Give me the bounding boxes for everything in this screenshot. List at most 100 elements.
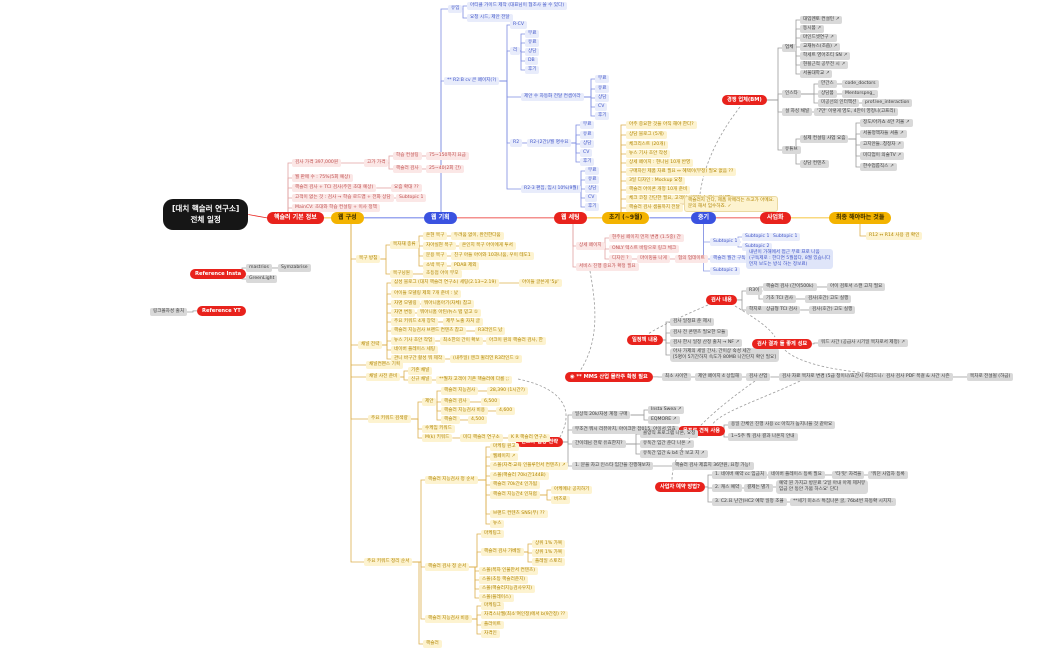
mindmap-node-p4a[interactable]: 기존 채널 xyxy=(408,367,433,375)
mindmap-node-m4[interactable]: 웹 세팅 xyxy=(554,212,587,224)
mindmap-node-b1c1[interactable]: 아티클 가이드 제작 (대표님이 협조사 쓸 수 있다) xyxy=(467,2,568,10)
mindmap-node-h1a[interactable]: 핵슬러 검사 (간이500k) xyxy=(763,283,817,291)
mindmap-node-f1c1[interactable]: Subtopic 1 xyxy=(742,233,773,241)
mindmap-node-g1e[interactable]: 학세트 영어조티 SN ↗ xyxy=(800,52,851,60)
mindmap-node-e3[interactable]: 체크리스트 (20개) xyxy=(626,141,669,149)
mindmap-node-g1f[interactable]: 현될근적 공부전 시 ↗ xyxy=(800,61,849,69)
mindmap-node-p6a5[interactable]: 핵슬러 70k간4 인가됨 xyxy=(490,481,540,489)
mindmap-node-p6c[interactable]: 핵슬러 지능검사 비용 xyxy=(425,615,472,623)
mindmap-node-h1a2[interactable]: 아이 검토서 스캔 고치 필요 xyxy=(827,283,886,291)
mindmap-node-j0[interactable]: ◉ ** MMS 산업 몰라주 확정 필요 xyxy=(565,372,653,382)
mindmap-node-p2gv[interactable]: 최소한의 간이 확보 xyxy=(440,337,483,345)
mindmap-node-ry0[interactable]: 링크몰자성 출처 xyxy=(150,308,188,316)
mindmap-node-j5[interactable]: 검사 검사 PDF 목걸 & 사간 시즌 xyxy=(883,373,953,381)
mindmap-node-g1c[interactable]: 마인드셋연구 ↗ xyxy=(800,34,837,42)
mindmap-node-p6a4[interactable]: 스몰(핵슬러 70k(간144B) xyxy=(490,472,549,480)
mindmap-node-e8[interactable]: 핵슬러 아이콘 개정 10개 준비 xyxy=(626,186,691,194)
mindmap-node-p2fv[interactable]: R3라인드 났 xyxy=(475,327,506,335)
mindmap-node-p1a3[interactable]: 문용 목구 xyxy=(423,252,448,260)
mindmap-node-n3a[interactable]: **세기 미소스 특집나온 굴, 76b4번 자동확 시지지. xyxy=(790,498,896,506)
mindmap-node-p5a4v[interactable]: 4,500 xyxy=(468,416,488,424)
mindmap-node-e7[interactable]: 3일 디자인 : Mockup 요청 xyxy=(626,177,686,185)
mindmap-node-i1[interactable]: 검사 일정표 준 제시 xyxy=(670,318,715,326)
mindmap-node-n2a[interactable]: 결제는 별기 xyxy=(744,484,773,492)
mindmap-node-o3b[interactable]: 유둑간 임간 준다 나온 ↗ xyxy=(640,440,694,448)
mindmap-node-h2a[interactable]: 상급형 TCI 검사 xyxy=(763,306,801,314)
mindmap-node-g1g[interactable]: 서울대학교 ↗ xyxy=(800,70,833,78)
mindmap-node-g3[interactable]: 설 자싱 채널 xyxy=(782,108,813,116)
mindmap-node-i0[interactable]: 일정책 내용 xyxy=(627,335,663,345)
mindmap-node-m01[interactable]: 용일 간체인 진행 사용 cc 아직가 높지나을 것 같아요 xyxy=(728,421,836,429)
mindmap-node-b2c4b[interactable]: 유료 xyxy=(580,131,595,139)
mindmap-node-a2[interactable]: 월 판매 수 : 75%(5회 예상) xyxy=(292,174,354,182)
mindmap-node-p6b2a[interactable]: 상위 1% 가복 xyxy=(532,540,566,548)
mindmap-node-p6d[interactable]: 핵슬러 xyxy=(423,640,442,648)
mindmap-node-f1[interactable]: Subtopic 1 xyxy=(710,238,741,246)
mindmap-node-p5c[interactable]: M(k) 키워드 xyxy=(422,434,453,442)
mindmap-node-g2b[interactable]: 상담몸 xyxy=(818,90,837,98)
mindmap-node-n1c[interactable]: '뭐던 사업자 등록 xyxy=(868,471,908,479)
mindmap-node-r0a2[interactable]: Symzabrise xyxy=(278,264,311,272)
mindmap-node-m6[interactable]: 중기 xyxy=(691,212,717,224)
mindmap-node-p2gv2[interactable]: 아크이 원의 핵슬러 검사, 한 xyxy=(486,337,546,345)
mindmap-node-p2e[interactable]: 주요 키워드 4개 장악 xyxy=(391,318,439,326)
mindmap-node-g2a[interactable]: 만간스 xyxy=(818,80,837,88)
mindmap-node-p1a4v[interactable]: PDAB 제외 xyxy=(451,262,480,270)
mindmap-node-p5a3[interactable]: 핵슬러 지능검사 비용 xyxy=(441,407,488,415)
mindmap-node-p2i[interactable]: 관니 바구간 활성 뭐 제작 xyxy=(391,355,446,363)
mindmap-node-d1c3b[interactable]: 협의 업데이트 xyxy=(675,255,708,263)
mindmap-node-center[interactable]: [대치 핵슬러 연구소] 전체 일정 xyxy=(163,199,249,230)
mindmap-node-ry1[interactable]: Reference YT xyxy=(197,306,246,316)
mindmap-node-b2c5c[interactable]: 상담 xyxy=(585,185,600,193)
mindmap-node-o1[interactable]: 일상적 20k/자성 계정 구매 xyxy=(572,411,631,419)
mindmap-node-p1a1[interactable]: 온현 목구 xyxy=(423,232,448,240)
mindmap-node-k0[interactable]: 검사 결과 둘 좋게 성묘 xyxy=(752,339,813,349)
mindmap-node-g2b2[interactable]: Mentorspng_ xyxy=(842,90,878,98)
mindmap-node-g4a5[interactable]: 한수업롭직스 ↗ xyxy=(860,163,897,171)
mindmap-node-f2n[interactable]: 내년이 가해에서 접근 무료 프로 나옴 (구독제로 : 한다면 5월쯤다, 8… xyxy=(746,249,834,269)
mindmap-node-h2[interactable]: 학지로 xyxy=(746,306,765,314)
mindmap-node-b2c4a[interactable]: 무료 xyxy=(580,121,595,129)
mindmap-node-m2[interactable]: 웹 구성 xyxy=(331,212,364,224)
mindmap-node-p6b5[interactable]: 스몰(핵슬러지능검사우지) xyxy=(479,585,536,593)
mindmap-node-g1b[interactable]: 동시몸 ↗ xyxy=(800,25,824,33)
mindmap-node-p2d[interactable]: 자면 변동 xyxy=(391,309,416,317)
mindmap-node-p2b[interactable]: 아이들 모델링 제외 7개 준비 : 났 xyxy=(391,290,461,298)
mindmap-node-p5[interactable]: 주요 키워드 검색량 xyxy=(368,415,411,423)
mindmap-node-b2c2a[interactable]: 무료 xyxy=(525,30,540,38)
mindmap-node-j1[interactable]: 최소 사이언 xyxy=(662,373,691,381)
mindmap-node-p6a8[interactable]: 뉴스 xyxy=(490,520,505,528)
mindmap-node-p6a2[interactable]: 웹페이지 ↗ xyxy=(490,453,519,461)
mindmap-node-p5a1v[interactable]: 28,390 (1시간?) xyxy=(487,387,528,395)
mindmap-node-o2[interactable]: 무조건 뭐시 리뷰아치, 아이크만 잡015, 아이서 임효 xyxy=(572,426,679,434)
mindmap-node-g4[interactable]: 유튜브 xyxy=(782,146,801,154)
mindmap-node-p5a2[interactable]: 핵슬러 검사 xyxy=(441,398,470,406)
mindmap-node-p6b6[interactable]: 스몰(플레이스) xyxy=(479,594,514,602)
mindmap-node-e4[interactable]: 뉴스 기사 초안 작성 xyxy=(626,150,671,158)
mindmap-node-j6[interactable]: 목차로 전설될 (하금) xyxy=(967,373,1014,381)
mindmap-node-b2c2d[interactable]: DB xyxy=(525,57,538,65)
mindmap-node-p6a6b[interactable]: 버즈로 xyxy=(551,496,570,504)
mindmap-node-d1c3[interactable]: 디자인 ? xyxy=(609,255,632,263)
mindmap-node-p4b1[interactable]: **월차 고객이 기존 핵슬러에 다룸 ;; xyxy=(436,376,512,384)
mindmap-node-p3[interactable]: 채널컨펜스 기획 xyxy=(366,361,404,369)
mindmap-node-r0[interactable]: Reference Insta xyxy=(190,269,247,279)
mindmap-node-g4a[interactable]: 실제 컨설팅 사업 요즘 xyxy=(800,135,849,143)
mindmap-node-n1a[interactable]: 네이버 플레이스 등록 필요 xyxy=(768,471,825,479)
mindmap-node-b2c3c[interactable]: 상담 xyxy=(595,94,610,102)
mindmap-node-p2dv[interactable]: 뭐아니홈 아틴/뉴스 탭 믿고 ① xyxy=(417,309,481,317)
mindmap-node-b2c3d[interactable]: CV xyxy=(595,103,608,111)
mindmap-node-n0[interactable]: 사업자 예약 방법? xyxy=(655,482,706,492)
mindmap-node-a1c[interactable]: 고가 가격 xyxy=(364,159,389,167)
mindmap-node-b2c4[interactable]: R2 xyxy=(510,139,523,147)
mindmap-node-b2c5a[interactable]: 무료 xyxy=(585,167,600,175)
mindmap-node-p1a2v[interactable]: 온인지 목구 아이에게 투서 xyxy=(459,242,516,250)
mindmap-node-b2c3e[interactable]: 후기 xyxy=(595,112,610,120)
mindmap-node-p6a6[interactable]: 핵슬러 지능간4 인처럼 xyxy=(490,491,540,499)
mindmap-node-e6[interactable]: 구매자인 제품 자료 필요 ↔ 혜택이(부정) 필요 없음 ?? xyxy=(626,168,737,176)
mindmap-node-b1c2[interactable]: 요청 시드, 제안 전달 xyxy=(467,14,513,22)
mindmap-node-g0[interactable]: 경쟁 업체(BM) xyxy=(722,95,767,105)
mindmap-node-b2[interactable]: ** R2:B cv 큰 페이지(?) xyxy=(444,77,500,85)
mindmap-node-b2c3b[interactable]: 유료 xyxy=(595,85,610,93)
mindmap-node-p6b4[interactable]: 스몰(초등 핵슬러준지) xyxy=(479,576,529,584)
